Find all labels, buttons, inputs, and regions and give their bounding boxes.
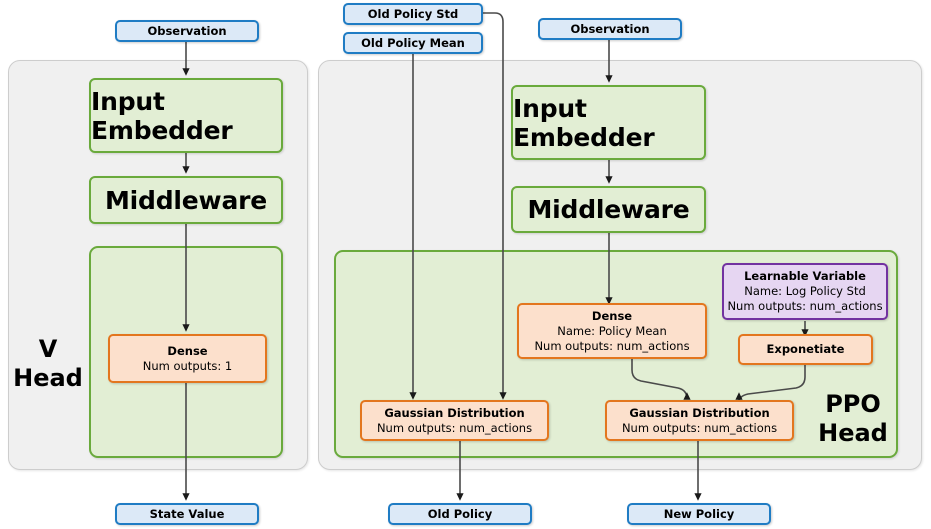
ppo-middleware-block[interactable]: Middleware bbox=[511, 186, 706, 233]
learnable-variable-block[interactable]: Learnable Variable Name: Log Policy Std … bbox=[722, 263, 888, 320]
v-dense-block[interactable]: Dense Num outputs: 1 bbox=[108, 334, 267, 383]
input-observation-ppo[interactable]: Observation bbox=[538, 18, 682, 40]
ppo-input-embedder-label: Input Embedder bbox=[513, 93, 655, 152]
output-new-policy[interactable]: New Policy bbox=[627, 503, 771, 525]
gaussian-new-title: Gaussian Distribution bbox=[629, 405, 770, 420]
ppo-dense-name: Name: Policy Mean bbox=[557, 323, 667, 338]
v-dense-num-outputs: Num outputs: 1 bbox=[142, 358, 233, 373]
ppo-dense-title: Dense bbox=[591, 308, 633, 323]
gaussian-distribution-new-block[interactable]: Gaussian Distribution Num outputs: num_a… bbox=[605, 400, 794, 441]
input-observation-v[interactable]: Observation bbox=[115, 20, 259, 42]
v-middleware-block[interactable]: Middleware bbox=[89, 176, 283, 224]
v-dense-title: Dense bbox=[167, 343, 208, 358]
gaussian-new-num-outputs: Num outputs: num_actions bbox=[621, 420, 778, 435]
v-middleware-label: Middleware bbox=[104, 185, 267, 215]
gaussian-distribution-old-block[interactable]: Gaussian Distribution Num outputs: num_a… bbox=[360, 400, 549, 441]
output-old-policy[interactable]: Old Policy bbox=[388, 503, 532, 525]
input-old-policy-std[interactable]: Old Policy Std bbox=[343, 3, 483, 25]
ppo-dense-num-outputs: Num outputs: num_actions bbox=[534, 338, 690, 353]
input-old-policy-mean[interactable]: Old Policy Mean bbox=[343, 32, 483, 54]
learnable-variable-name: Name: Log Policy Std bbox=[744, 284, 866, 298]
input-observation-ppo-label: Observation bbox=[570, 22, 650, 36]
gaussian-old-num-outputs: Num outputs: num_actions bbox=[376, 420, 533, 435]
v-input-embedder-label: Input Embedder bbox=[91, 86, 233, 145]
output-state-value-label: State Value bbox=[149, 507, 225, 521]
input-observation-v-label: Observation bbox=[147, 24, 227, 38]
input-old-policy-std-label: Old Policy Std bbox=[367, 7, 459, 21]
output-state-value[interactable]: State Value bbox=[115, 503, 259, 525]
v-head-label: V Head bbox=[13, 335, 83, 392]
exponentiate-block[interactable]: Exponetiate bbox=[738, 334, 873, 365]
input-old-policy-mean-label: Old Policy Mean bbox=[361, 36, 465, 50]
ppo-middleware-label: Middleware bbox=[527, 195, 690, 224]
ppo-head-label: PPO Head bbox=[818, 390, 888, 447]
learnable-variable-title: Learnable Variable bbox=[744, 269, 866, 283]
ppo-dense-policy-mean-block[interactable]: Dense Name: Policy Mean Num outputs: num… bbox=[517, 303, 707, 359]
gaussian-old-title: Gaussian Distribution bbox=[384, 405, 525, 420]
exponentiate-label: Exponetiate bbox=[766, 342, 845, 356]
output-old-policy-label: Old Policy bbox=[427, 507, 493, 521]
output-new-policy-label: New Policy bbox=[663, 507, 735, 521]
v-input-embedder-block[interactable]: Input Embedder bbox=[89, 78, 283, 153]
learnable-variable-num-outputs: Num outputs: num_actions bbox=[727, 299, 883, 313]
ppo-input-embedder-block[interactable]: Input Embedder bbox=[511, 85, 706, 160]
